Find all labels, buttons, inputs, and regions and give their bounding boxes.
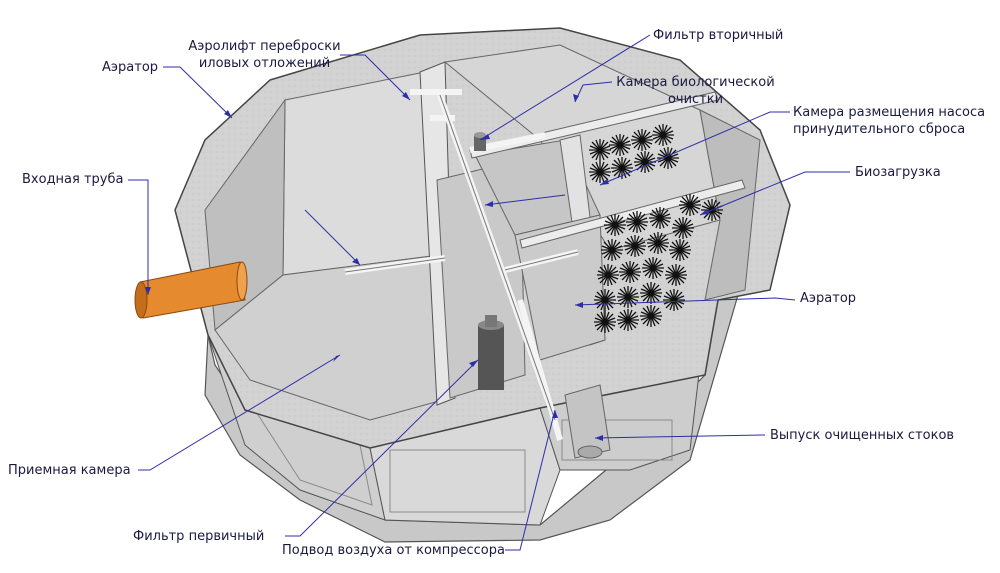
leader-aerolift <box>340 54 411 101</box>
label-aerator-right: Аэратор <box>800 291 857 306</box>
rail-lower <box>519 179 746 249</box>
leader-arrow-extra1 <box>304 209 361 266</box>
label-aerolift-line2: иловых отложений <box>198 56 331 71</box>
label-outlet: Выпуск очищенных стоков <box>770 428 955 443</box>
label-filter-primary: Фильтр первичный <box>133 529 265 544</box>
label-pump-chamber: Камера размещения насоса принудительного… <box>793 104 985 138</box>
bio-chamber-right-wall <box>699 109 761 301</box>
leader-aerator-left <box>163 66 233 119</box>
label-bio-chamber: Камера биологической очистки <box>608 74 783 108</box>
leader-filter-primary <box>285 359 479 537</box>
label-inlet-pipe: Входная труба <box>22 172 124 187</box>
primary-filter <box>478 315 504 390</box>
label-filter-secondary: Фильтр вторичный <box>653 28 784 43</box>
label-bio-chamber-line2: очистки <box>667 92 724 107</box>
leader-inlet <box>128 179 149 295</box>
rail-upper <box>469 91 719 159</box>
label-aerator-left: Аэратор <box>102 60 159 75</box>
label-air-supply: Подвод воздуха от компрессора <box>282 543 505 558</box>
bio-chamber-floor <box>514 214 606 361</box>
leader-air-supply <box>505 409 556 551</box>
leader-arrow-extra2 <box>484 194 566 206</box>
leader-pump <box>599 111 790 186</box>
secondary-filter <box>474 132 486 151</box>
leader-aerator-right <box>574 297 796 306</box>
tank-interior <box>134 44 761 459</box>
label-pump-chamber-line1: Камера размещения насоса <box>793 105 986 120</box>
leader-lines <box>128 34 850 551</box>
label-aerolift: Аэролифт переброски иловых отложений <box>182 38 347 72</box>
label-aerolift-line1: Аэролифт переброски <box>188 39 341 54</box>
leader-receiving <box>138 354 341 471</box>
leader-filter-secondary <box>479 34 651 141</box>
label-pump-chamber-line2: принудительного сброса <box>793 122 966 137</box>
leader-arrowheads <box>145 92 709 441</box>
receiving-chamber-back-wall <box>282 71 441 276</box>
label-bioload: Биозагрузка <box>855 165 941 180</box>
label-receiving-chamber: Приемная камера <box>8 463 131 478</box>
leader-outlet <box>594 434 766 439</box>
label-bio-chamber-line1: Камера биологической <box>616 75 775 90</box>
inlet-pipe <box>134 261 248 319</box>
leader-bioload <box>699 171 850 216</box>
outlet-pipe <box>564 384 611 459</box>
